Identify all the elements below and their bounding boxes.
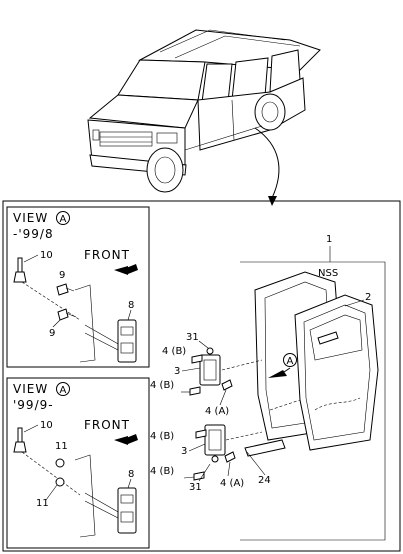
callout-2: 2 bbox=[365, 292, 371, 303]
callout-11b: 11 bbox=[36, 498, 49, 509]
view-a-panel-late: VIEW A '99/9- FRONT 10 11 11 8 bbox=[6, 377, 150, 549]
front-arrow-icon bbox=[114, 436, 128, 445]
callout-4b-3: 4 (B) bbox=[150, 431, 174, 442]
callout-4a-1: 4 (A) bbox=[205, 406, 229, 417]
front-arrow-icon bbox=[114, 266, 128, 275]
diagram-frame bbox=[2, 200, 401, 552]
callout-9a: 9 bbox=[59, 270, 65, 281]
callout-10: 10 bbox=[40, 420, 53, 431]
front-label: FRONT bbox=[84, 418, 130, 432]
view-range: '99/9- bbox=[13, 398, 54, 412]
reference-a-label: A bbox=[287, 356, 294, 367]
callout-10: 10 bbox=[40, 250, 53, 261]
callout-8: 8 bbox=[128, 300, 134, 311]
callout-nss: NSS bbox=[318, 268, 338, 279]
view-title: VIEW bbox=[13, 211, 48, 225]
callout-3a: 3 bbox=[174, 366, 180, 377]
vehicle-illustration bbox=[87, 29, 321, 206]
view-circle-letter: A bbox=[60, 214, 67, 225]
callout-8: 8 bbox=[128, 469, 134, 480]
view-a-panel-early: VIEW A -'99/8 FRONT 10 9 9 8 bbox=[6, 206, 150, 368]
callout-4b-1: 4 (B) bbox=[162, 346, 186, 357]
callout-31b: 31 bbox=[189, 482, 202, 493]
callout-31a: 31 bbox=[186, 332, 199, 343]
view-title: VIEW bbox=[13, 382, 48, 396]
view-range: -'99/8 bbox=[13, 227, 54, 241]
callout-9b: 9 bbox=[49, 328, 55, 339]
view-circle-letter: A bbox=[60, 385, 67, 396]
callout-4a-2: 4 (A) bbox=[220, 478, 244, 489]
callout-11a: 11 bbox=[55, 441, 68, 452]
callout-4b-2: 4 (B) bbox=[150, 380, 174, 391]
callout-3b: 3 bbox=[181, 446, 187, 457]
callout-1: 1 bbox=[326, 234, 332, 245]
front-label: FRONT bbox=[84, 248, 130, 262]
callout-4b-4: 4 (B) bbox=[150, 466, 174, 477]
rear-door-assembly: A 1 NSS 2 31 4 (B) 3 bbox=[150, 234, 386, 541]
callout-24: 24 bbox=[258, 475, 271, 486]
